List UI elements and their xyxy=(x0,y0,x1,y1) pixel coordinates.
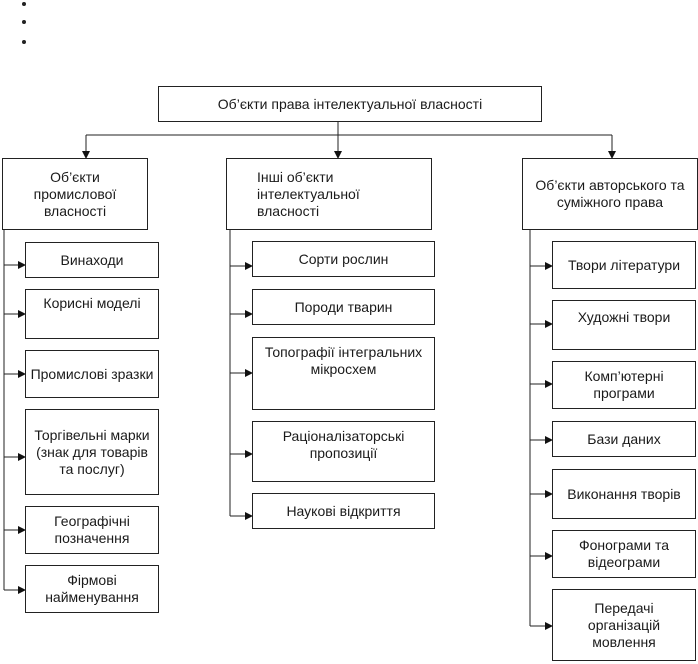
item-node: Сорти рослин xyxy=(252,241,435,277)
root-node: Об’єкти права інтелектуальної власності xyxy=(158,86,542,122)
item-label: Породи тварин xyxy=(294,298,393,315)
item-label: Винаходи xyxy=(60,251,124,268)
item-label: Промислові зразки xyxy=(30,365,154,382)
category-label: Інші об’єкти інтелектуальної власності xyxy=(257,168,360,219)
item-node: Передачі організацій мовлення xyxy=(552,589,696,661)
item-node: Наукові відкриття xyxy=(252,493,435,529)
item-label: Фонограми та відеограми xyxy=(578,537,669,570)
category-node-other: Інші об’єкти інтелектуальної власності xyxy=(226,158,432,230)
item-label: Раціоналізаторські пропозиції xyxy=(282,428,405,461)
item-node: Промислові зразки xyxy=(25,350,159,398)
item-label: Торгівельні марки (знак для товарів та п… xyxy=(34,426,150,477)
item-node: Фірмові найменування xyxy=(25,565,159,613)
item-node: Твори літератури xyxy=(552,241,696,289)
item-label: Сорти рослин xyxy=(298,250,389,267)
item-node: Торгівельні марки (знак для товарів та п… xyxy=(25,409,159,495)
item-node: Раціоналізаторські пропозиції xyxy=(252,421,435,482)
item-label: Топографії інтегральних мікросхем xyxy=(264,344,423,377)
item-node: Комп’ютерні програми xyxy=(552,361,696,409)
item-node: Фонограми та відеограми xyxy=(552,530,696,578)
item-label: Передачі організацій мовлення xyxy=(587,599,661,650)
item-label: Географічні позначення xyxy=(54,513,130,546)
bullet-marker xyxy=(22,40,26,44)
item-node: Художні твори xyxy=(552,300,696,350)
root-node-label: Об’єкти права інтелектуальної власності xyxy=(217,95,483,112)
item-node: Топографії інтегральних мікросхем xyxy=(252,337,435,410)
item-node: Бази даних xyxy=(552,421,696,457)
bullet-marker xyxy=(22,20,26,24)
item-node: Корисні моделі xyxy=(25,289,159,339)
item-label: Фірмові найменування xyxy=(45,572,139,605)
item-label: Наукові відкриття xyxy=(286,502,401,519)
category-label: Об’єкти промислової власності xyxy=(33,168,117,219)
item-label: Корисні моделі xyxy=(43,295,141,311)
item-label: Художні твори xyxy=(577,309,671,325)
item-label: Твори літератури xyxy=(567,256,681,273)
item-node: Географічні позначення xyxy=(25,506,159,554)
item-node: Винаходи xyxy=(25,242,159,278)
item-label: Бази даних xyxy=(587,430,661,447)
category-node-copyright: Об’єкти авторського та суміжного права xyxy=(522,158,698,230)
bullet-marker xyxy=(22,2,26,6)
item-node: Виконання творів xyxy=(552,469,696,519)
category-label: Об’єкти авторського та суміжного права xyxy=(535,177,685,210)
item-label: Виконання творів xyxy=(567,485,681,502)
item-node: Породи тварин xyxy=(252,289,435,325)
category-node-industrial: Об’єкти промислової власності xyxy=(2,158,148,230)
item-label: Комп’ютерні програми xyxy=(584,368,664,401)
